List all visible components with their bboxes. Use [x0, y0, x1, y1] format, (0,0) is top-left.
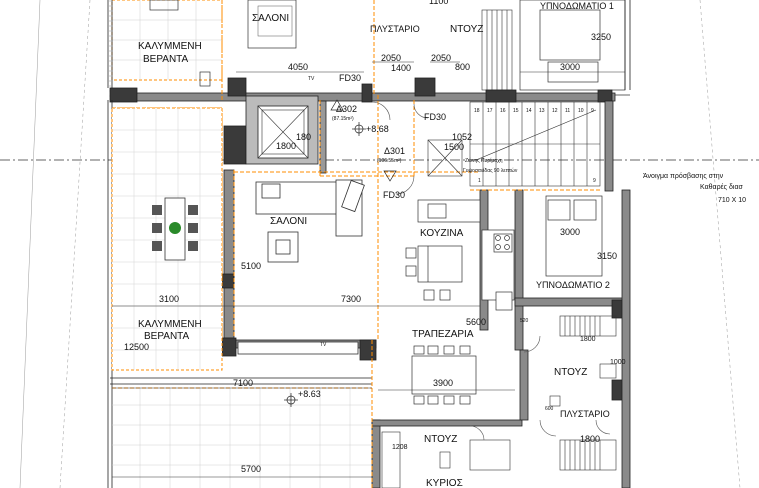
- dim-1800-lift: 1800: [276, 141, 296, 151]
- dim-1400: 1400: [391, 63, 411, 73]
- room-veranta-top-1: ΚΑΛΥΜΜΕΝΗ: [138, 41, 202, 52]
- door-fd30-a: FD30: [339, 73, 361, 83]
- room-saloni: ΣΑΛΟΝΙ: [270, 216, 307, 227]
- fire-note-2: Γυψοσανίδας 90 λεπτών: [463, 167, 518, 174]
- room-kouzina: ΚΟΥΖΙΝΑ: [420, 228, 464, 239]
- covered-veranda-top: [111, 0, 223, 87]
- kitchen-fittings: [417, 199, 515, 311]
- dim-180: 180: [296, 132, 311, 142]
- stair-number: 14: [526, 108, 532, 114]
- outdoor-dining-table: [152, 197, 198, 261]
- dim-2050-a: 2050: [381, 53, 401, 63]
- dim-1208: 1208: [392, 444, 408, 451]
- dim-3150: 3150: [597, 251, 617, 261]
- note-access-1: Άνοιγμα πρόσβασης στην: [643, 172, 724, 180]
- apartment-302-label: Δ302: [336, 104, 357, 114]
- dim-5600: 5600: [466, 317, 486, 327]
- room-ntouz-bottom: ΝΤΟΥΖ: [424, 434, 457, 445]
- stair-number: 12: [552, 108, 558, 114]
- room-plystario-mid: ΠΛΥΣΤΑΡΙΟ: [560, 409, 610, 419]
- apartment-301-label: Δ301: [384, 146, 405, 156]
- room-trapezaria: ΤΡΑΠΕΖΑΡΙΑ: [412, 329, 474, 340]
- dim-800: 800: [455, 62, 470, 72]
- tag-labels: FD30 FD30 FD30 Δ302 (87.15m²) +8.68 Δ301…: [298, 73, 746, 412]
- dim-12500: 12500: [124, 342, 149, 352]
- dim-3900: 3900: [433, 378, 453, 388]
- upper-wardrobes: [481, 9, 513, 91]
- stair-number: 15: [513, 108, 519, 114]
- kitchen-stools: [405, 247, 451, 301]
- dim-3250: 3250: [591, 32, 611, 42]
- label-520: 520: [520, 318, 529, 324]
- room-saloni-top: ΣΑΛΟΝΙ: [252, 13, 289, 24]
- room-veranta-2: ΒΕΡΑΝΤΑ: [144, 331, 190, 342]
- dim-1800-mid: 1800: [580, 336, 596, 343]
- sofa-top: [247, 0, 297, 49]
- saloni-furniture: [237, 179, 365, 355]
- stair-number-low-9: 9: [593, 178, 596, 184]
- tv-label-top: TV: [308, 76, 315, 82]
- terrace-grid: [112, 388, 372, 488]
- dim-1800-low: 1800: [580, 434, 600, 444]
- rug-top: [257, 5, 293, 37]
- dim-7300: 7300: [341, 294, 361, 304]
- dim-1100: 1100: [429, 0, 448, 6]
- dim-3100: 3100: [159, 294, 179, 304]
- dim-3000-b2: 3000: [560, 227, 580, 237]
- tv-label-bottom: TV: [320, 342, 327, 348]
- note-access-2: Καθαρές διασ: [700, 183, 743, 191]
- door-fd30-c: FD30: [383, 190, 405, 200]
- level-863: +8.63: [298, 389, 321, 399]
- bedroom-1: [519, 0, 630, 96]
- dim-5100: 5100: [241, 261, 261, 271]
- stair-number: 16: [500, 108, 506, 114]
- bedroom-2: [545, 195, 603, 277]
- dim-1052: 1052: [452, 132, 472, 142]
- stair-number: 11: [565, 108, 570, 114]
- wardrobes-and-baths: [381, 315, 617, 488]
- lift-shaft: [257, 105, 309, 159]
- dim-1000: 1000: [610, 359, 626, 366]
- apartment-301-area: (106.55m²): [377, 158, 402, 164]
- stair-number: 18: [474, 108, 480, 114]
- dim-5700: 5700: [241, 464, 261, 474]
- fire-note-1: Ζώνης Πυρίμαχη: [465, 157, 503, 164]
- note-access-3: 710 Χ 10: [718, 197, 746, 204]
- room-veranta-1: ΚΑΛΥΜΜΕΝΗ: [138, 319, 202, 330]
- dim-4050: 4050: [288, 62, 308, 72]
- stair-number: 13: [539, 108, 545, 114]
- room-ypnodomatio-2: ΥΠΝΟΔΩΜΑΤΙΟ 2: [536, 280, 610, 290]
- label-600: 600: [545, 406, 554, 412]
- room-ntouz-top: ΝΤΟΥΖ: [450, 24, 483, 35]
- dimension-lines: [112, 61, 625, 478]
- dim-7100: 7100: [233, 378, 253, 388]
- stair-number-low-1: 1: [478, 178, 481, 184]
- staircase: [427, 101, 601, 187]
- apartment-302-area: (87.15m²): [332, 116, 354, 122]
- stair-number: 17: [487, 108, 493, 114]
- background-guidelines: [19, 0, 741, 488]
- dim-1500: 1500: [444, 142, 464, 152]
- room-kyrios: ΚΥΡΙΟΣ: [426, 478, 463, 488]
- level-markers: [284, 99, 397, 407]
- dim-2050-b: 2050: [431, 53, 451, 63]
- room-labels: ΣΑΛΟΝΙ ΚΑΛΥΜΜΕΝΗ ΒΕΡΑΝΤΑ ΠΛΥΣΤΑΡΙΟ ΝΤΟΥΖ…: [138, 1, 614, 488]
- dining-table: [411, 345, 477, 405]
- door-fd30-b: FD30: [424, 112, 446, 122]
- room-veranta-top-2: ΒΕΡΑΝΤΑ: [143, 54, 189, 65]
- door-swings: [371, 101, 611, 441]
- stair-number: 9: [591, 108, 594, 114]
- room-ntouz-mid: ΝΤΟΥΖ: [554, 367, 587, 378]
- dimension-labels: 4050 2050 1400 2050 800 3000 3250 1100 1…: [124, 0, 626, 474]
- room-plystario-top: ΠΛΥΣΤΑΡΙΟ: [370, 24, 420, 34]
- level-868: +8.68: [366, 124, 389, 134]
- stair-number: 10: [578, 108, 584, 114]
- dim-3000-top: 3000: [560, 62, 580, 72]
- stair-numbers: 18 17 16 15 14 13 12 11 10 9: [474, 108, 594, 114]
- room-ypnodomatio-1: ΥΠΝΟΔΩΜΑΤΙΟ 1: [540, 1, 614, 11]
